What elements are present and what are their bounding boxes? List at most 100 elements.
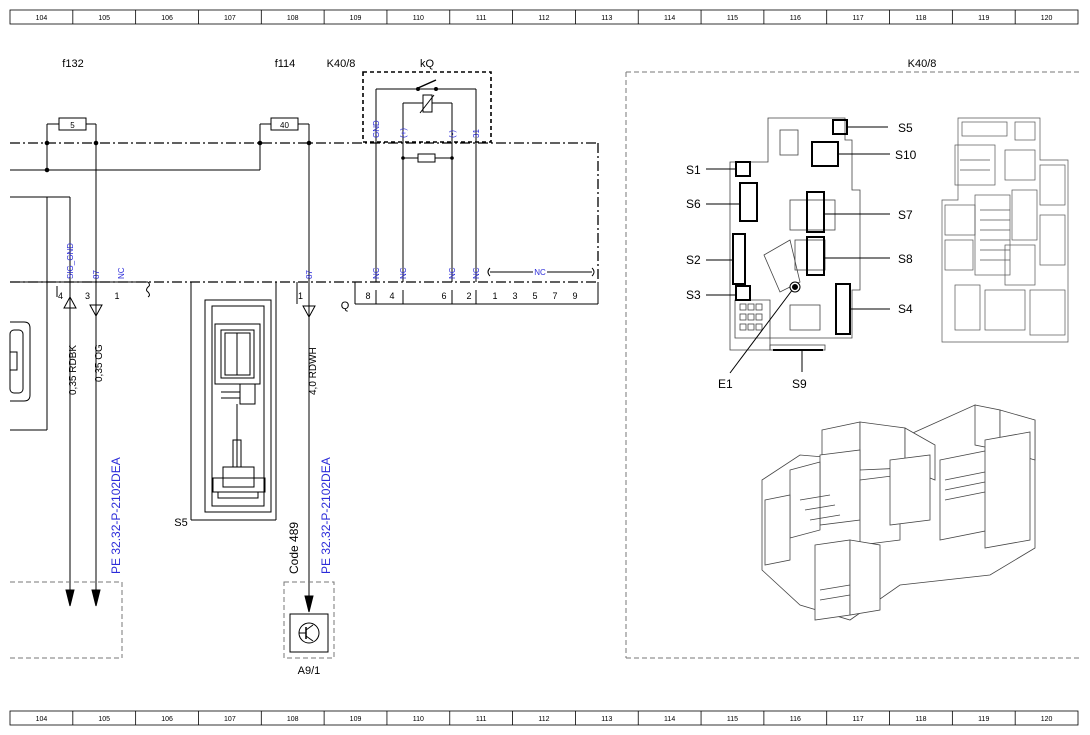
wire-label-rdbk: 0,35 RDBK — [68, 345, 79, 395]
bottom-ruler-column-label: 114 — [664, 716, 675, 723]
q-pin-1: 1 — [492, 291, 497, 301]
top-ruler-column-label: 113 — [601, 15, 612, 22]
bottom-ruler-column-label: 107 — [224, 716, 236, 723]
bottom-ruler-column-label: 105 — [98, 716, 110, 723]
fuse-f114 — [257, 117, 312, 282]
top-ruler-column-label: 107 — [224, 15, 236, 22]
top-ruler-column-label: 108 — [287, 15, 299, 22]
wire-label-og: 0,35 OG — [94, 344, 105, 382]
loc-label-s2: S2 — [686, 253, 701, 267]
reference-1: PE 32.32-P-2102DEA — [109, 457, 123, 574]
top-ruler-column-label: 110 — [413, 15, 424, 22]
q-pin-9: 9 — [572, 291, 577, 301]
supply-bus — [10, 167, 260, 282]
connector-left-pin-numbers: 4 3 1 1 — [58, 291, 303, 301]
bottom-ruler-column-label: 118 — [915, 716, 926, 723]
top-ruler-frame — [9, 9, 1079, 25]
q-pin-name-nc-1: NC — [372, 267, 381, 279]
bottom-ruler-column-label: 111 — [476, 716, 487, 723]
top-ruler-column-label: 120 — [1041, 15, 1053, 22]
loc-label-s5: S5 — [898, 121, 913, 135]
q-group-label: NC — [534, 268, 546, 277]
q-pin-6: 6 — [441, 291, 446, 301]
q-label: Q — [341, 300, 350, 312]
pin-name-87: 87 — [92, 270, 101, 279]
pin-num-4: 4 — [58, 291, 63, 301]
q-pin-3: 3 — [512, 291, 517, 301]
relay-pin-gnd: GND — [372, 120, 381, 138]
pin-name-sig-gnd: SIG_GND — [66, 243, 75, 279]
reference-2: PE 32.32-P-2102DEA — [319, 457, 333, 574]
q-pin-name-nc-3: NC — [448, 267, 457, 279]
q-pin-4: 4 — [389, 291, 394, 301]
fusebox-front-highlights — [732, 119, 851, 351]
bottom-ruler-column-label: 112 — [538, 716, 549, 723]
top-ruler-column-label: 117 — [853, 15, 864, 22]
fusebox-rear-view — [941, 117, 1069, 343]
switch-s5 — [204, 299, 272, 513]
location-boundary — [625, 71, 1080, 659]
wire-label-rdwh: 4,0 RDWH — [308, 347, 319, 395]
top-ruler-column-label: 118 — [915, 15, 926, 22]
bottom-ruler-column-label: 117 — [853, 716, 864, 723]
location-labels: S5 S10 S1 S6 S7 S2 S8 S3 S4 E1 S9 — [686, 121, 917, 391]
top-ruler-column-label: 116 — [790, 15, 801, 22]
q-pin-name-nc-2: NC — [399, 267, 408, 279]
connector-q-pin-ticks — [375, 290, 477, 304]
fuse-f132-label: f132 — [62, 58, 83, 70]
mid-wire — [296, 282, 316, 613]
top-ruler-column-label: 112 — [538, 15, 549, 22]
fuse-f132-rating: 5 — [70, 121, 75, 130]
bottom-ruler-column-label: 115 — [727, 716, 738, 723]
bottom-ruler-column-label: 113 — [601, 716, 612, 723]
module-boundary — [10, 142, 599, 283]
top-ruler-column-label: 119 — [978, 15, 989, 22]
loc-label-s1: S1 — [686, 163, 701, 177]
bottom-ruler-column-label: 104 — [36, 716, 48, 723]
fuse-f114-rating: 40 — [280, 121, 289, 130]
loc-label-s3: S3 — [686, 288, 701, 302]
pin-name-nc: NC — [117, 267, 126, 279]
q-pin-8: 8 — [365, 291, 370, 301]
bottom-ruler-column-label: 119 — [978, 716, 989, 723]
pin-name-87-mid: 87 — [305, 270, 314, 279]
top-ruler-column-label: 106 — [161, 15, 173, 22]
left-edge-component — [9, 197, 48, 431]
relay-pin-31: 31 — [472, 129, 481, 138]
q-pin-2: 2 — [466, 291, 471, 301]
bottom-ruler-column-label: 116 — [790, 716, 801, 723]
fusebox-isometric-view — [761, 404, 1036, 621]
code-label: Code 489 — [287, 522, 301, 574]
top-ruler-column-label: 114 — [664, 15, 675, 22]
loc-label-s6: S6 — [686, 197, 701, 211]
a9-label: A9/1 — [298, 665, 321, 677]
loc-label-s7: S7 — [898, 208, 913, 222]
fusebox-front-view — [729, 117, 861, 351]
top-ruler-column-label: 105 — [98, 15, 110, 22]
connector-left — [10, 281, 277, 607]
connector-q-pin-names: NC NC NC NC — [372, 267, 481, 279]
q-pin-5: 5 — [532, 291, 537, 301]
bottom-ruler-column-label: 108 — [287, 716, 299, 723]
q-pin-7: 7 — [552, 291, 557, 301]
pin-num-1: 1 — [114, 291, 119, 301]
connector-left-pin-names: SIG_GND 87 NC 87 — [66, 243, 314, 279]
relay-kq — [362, 71, 492, 282]
relay-label: kQ — [420, 58, 435, 70]
q-pin-name-nc-4: NC — [472, 267, 481, 279]
lower-left-boundary — [10, 581, 123, 659]
bottom-ruler-column-label: 106 — [161, 716, 173, 723]
loc-label-s10: S10 — [895, 148, 917, 162]
loc-label-s9: S9 — [792, 377, 807, 391]
fusebox-leader-lines — [706, 126, 890, 374]
connector-q-pin-numbers: 8 4 6 2 1 3 5 7 9 — [365, 291, 577, 301]
bottom-ruler-column-label: 120 — [1041, 716, 1053, 723]
component-a9-1 — [283, 581, 335, 659]
bottom-ruler-frame — [9, 710, 1079, 726]
top-ruler-column-label: 111 — [476, 15, 487, 22]
fuse-f132 — [44, 117, 99, 282]
location-title: K40/8 — [908, 58, 937, 70]
